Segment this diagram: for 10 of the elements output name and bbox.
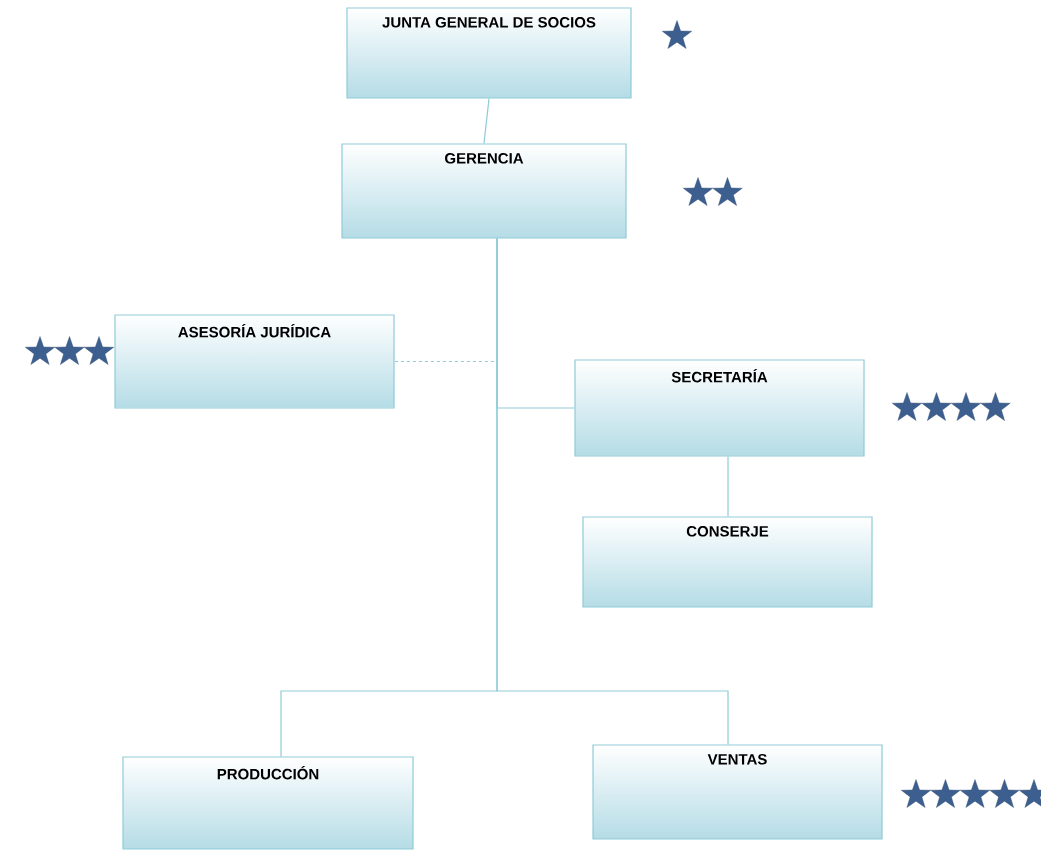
org-box: JUNTA GENERAL DE SOCIOS <box>346 7 632 99</box>
org-box: PRODUCCIÓN <box>122 756 414 850</box>
connector-line <box>727 456 729 517</box>
org-box: ASESORÍA JURÍDICA <box>114 314 395 409</box>
org-box: SECRETARÍA <box>574 359 865 457</box>
org-box: GERENCIA <box>341 143 627 239</box>
connector-line <box>483 98 490 144</box>
org-box: CONSERJE <box>582 516 873 608</box>
org-box: VENTAS <box>592 744 883 840</box>
connector-line <box>496 238 729 745</box>
